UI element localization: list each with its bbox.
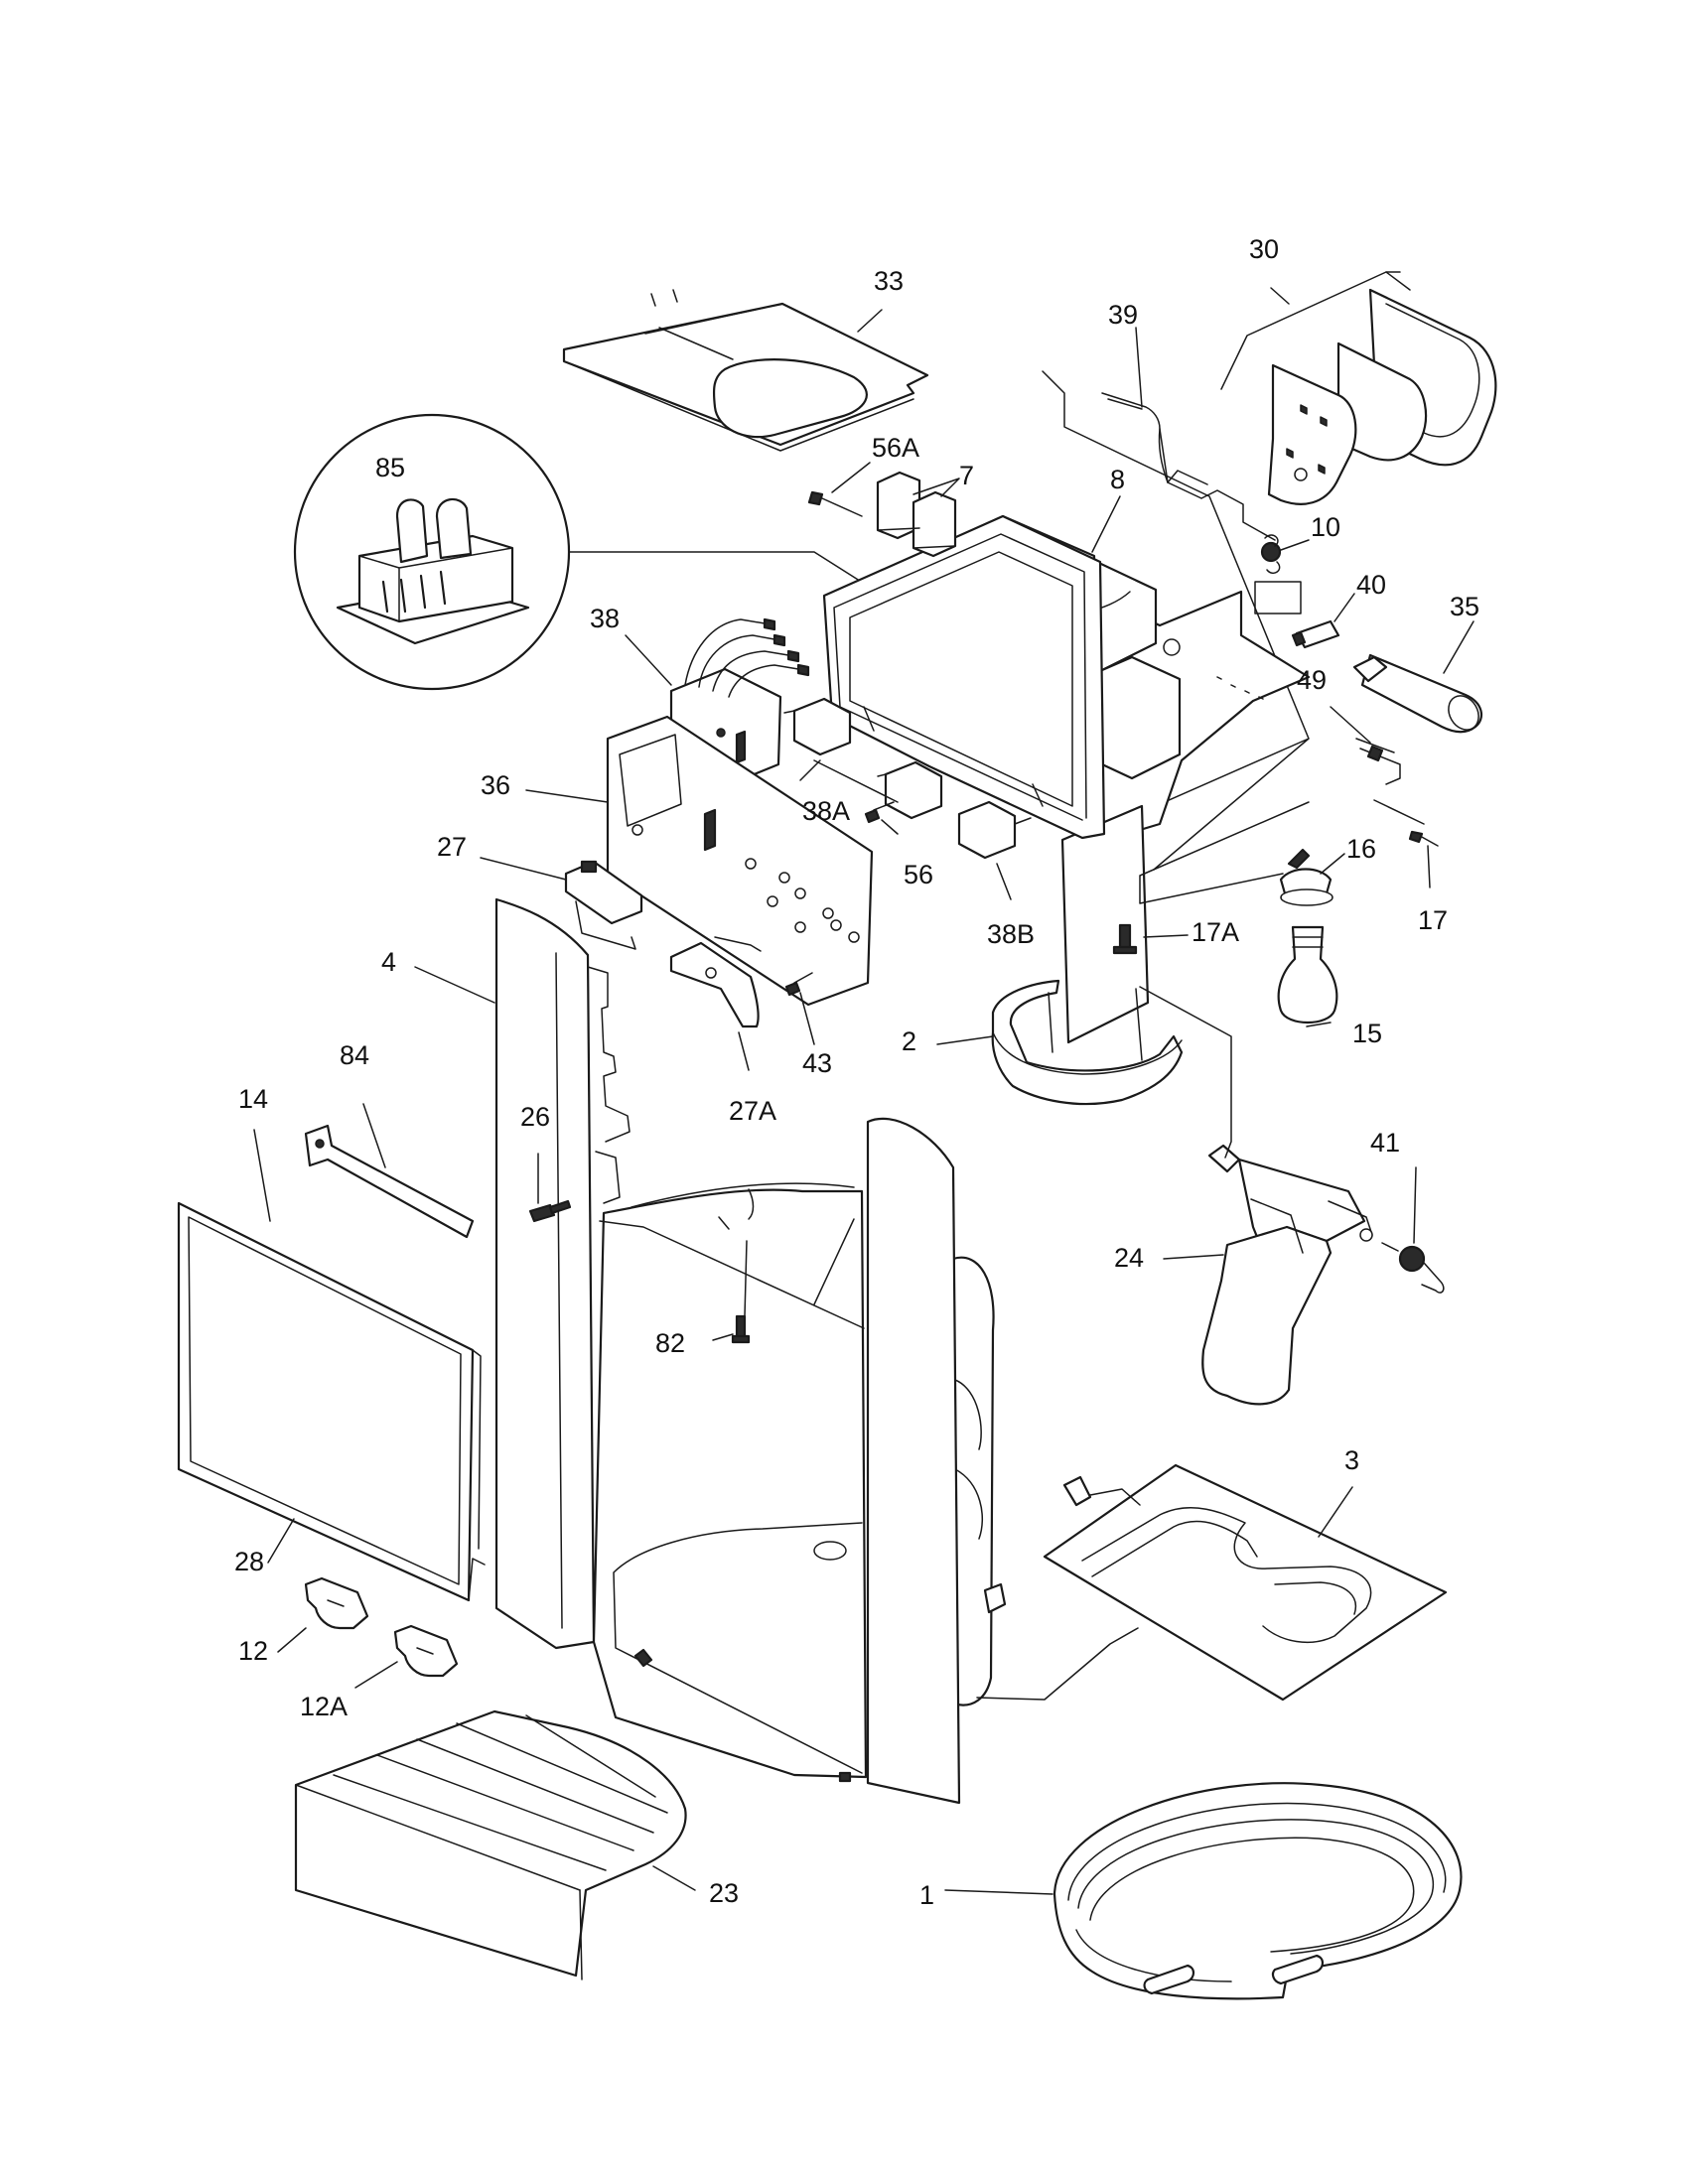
part-35-solenoid-body: [1352, 653, 1483, 734]
label-39: 39: [1108, 300, 1138, 330]
label-38B: 38B: [987, 919, 1035, 949]
label-33: 33: [874, 266, 904, 296]
part-10-spring: [1254, 534, 1302, 614]
part-41-spring: [1381, 1242, 1445, 1294]
part-front-frame: [822, 514, 1106, 840]
part-38B-switch: [957, 800, 1032, 860]
leader-3: [976, 1627, 1139, 1701]
part-24-paddle: [1201, 1144, 1373, 1406]
label-43: 43: [802, 1048, 832, 1078]
label-17A: 17A: [1192, 917, 1239, 947]
label-10: 10: [1311, 512, 1340, 542]
label-17: 17: [1418, 905, 1448, 935]
label-82: 82: [655, 1328, 685, 1358]
label-8: 8: [1110, 465, 1125, 494]
callout-labels: 30 33 39 56A 7 8 85 10 40 35 38 49 36 38…: [234, 234, 1479, 1910]
part-56A-screw: [807, 490, 863, 517]
label-56: 56: [904, 860, 933, 889]
part-26-screw: [528, 1199, 572, 1223]
part-27-lever: [564, 860, 643, 950]
part-14-panel: [177, 1201, 486, 1602]
label-40: 40: [1356, 570, 1386, 600]
label-56A: 56A: [872, 433, 919, 463]
part-right-side-panel: [866, 1117, 961, 1805]
label-3: 3: [1344, 1445, 1359, 1475]
part-12-clip: [304, 1576, 369, 1630]
part-17A-screw: [1112, 923, 1138, 955]
label-4: 4: [381, 947, 396, 977]
part-17-screw: [1408, 830, 1439, 847]
part-43-screw: [784, 972, 813, 997]
label-12A: 12A: [300, 1692, 348, 1721]
label-24: 24: [1114, 1243, 1144, 1273]
part-39-actuator-rod: [1101, 392, 1276, 541]
part-1-tubing-coil: [1052, 1782, 1463, 2000]
label-15: 15: [1352, 1019, 1382, 1048]
leader-24-to-housing: [1139, 986, 1232, 1159]
label-27A: 27A: [729, 1096, 776, 1126]
part-82-screw: [731, 1314, 751, 1344]
part-30-door-assembly: [1220, 271, 1497, 505]
part-38A-switches: [783, 697, 943, 820]
label-28: 28: [234, 1547, 264, 1576]
part-40-solenoid: [1291, 619, 1340, 649]
part-rear-tank: [951, 1256, 1007, 1706]
part-3-heater-plate: [1043, 1463, 1448, 1702]
label-14: 14: [238, 1084, 268, 1114]
part-4-door-frame: [494, 897, 631, 1650]
part-23-drip-tray: [294, 1709, 687, 1980]
part-12A-clip: [393, 1624, 459, 1678]
label-30: 30: [1249, 234, 1279, 264]
part-7-switches: [876, 471, 957, 558]
label-35: 35: [1450, 592, 1479, 621]
part-85-transformer-detail: [293, 413, 571, 691]
part-2-chute-ring: [991, 979, 1184, 1106]
label-7: 7: [959, 461, 974, 490]
leader-85: [569, 551, 875, 591]
label-12: 12: [238, 1636, 268, 1666]
label-1: 1: [919, 1880, 934, 1910]
label-38A: 38A: [802, 796, 850, 826]
label-49: 49: [1297, 665, 1327, 695]
part-49-bracket: [1355, 738, 1425, 825]
part-cabinet-body: [592, 1182, 868, 1783]
label-2: 2: [902, 1026, 916, 1056]
label-27: 27: [437, 832, 467, 862]
part-27A-lever-arm: [669, 936, 762, 1028]
label-16: 16: [1346, 834, 1376, 864]
label-85: 85: [375, 453, 405, 482]
label-41: 41: [1370, 1128, 1400, 1158]
part-15-lamp-bulb: [1277, 925, 1338, 1024]
label-38: 38: [590, 604, 620, 633]
leader-lines: [253, 287, 1474, 1895]
leader-17A-to-16: [1139, 801, 1310, 904]
label-84: 84: [340, 1040, 369, 1070]
part-56-screw: [864, 801, 895, 824]
label-23: 23: [709, 1878, 739, 1908]
part-33-cover-plate: [562, 289, 929, 452]
label-36: 36: [481, 770, 510, 800]
part-84-strap: [304, 1124, 475, 1239]
label-26: 26: [520, 1102, 550, 1132]
part-16-lamp-socket: [1279, 848, 1333, 906]
